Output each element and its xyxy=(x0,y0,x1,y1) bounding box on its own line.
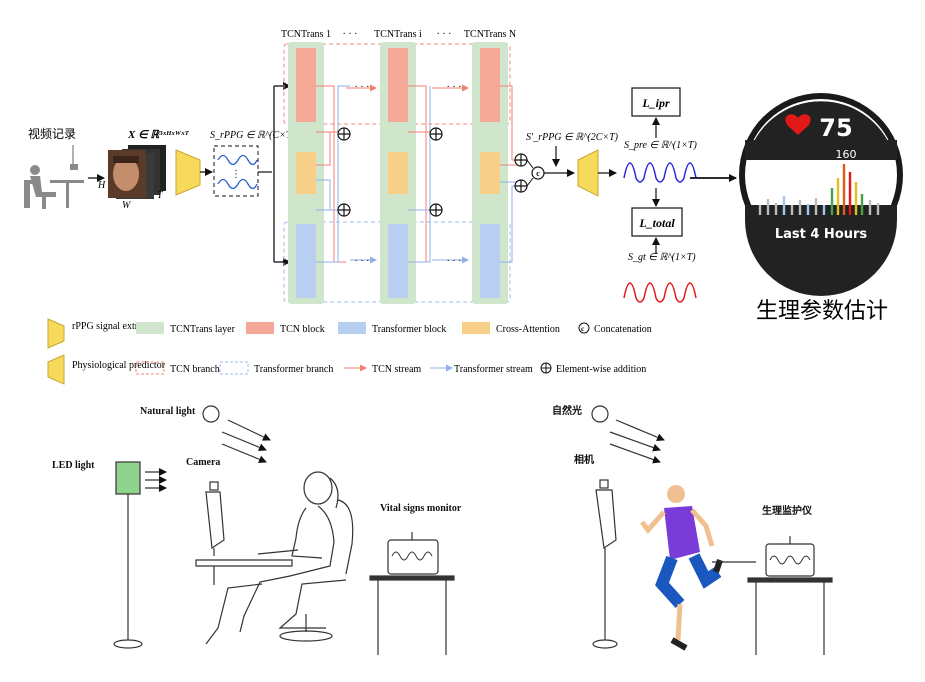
camera-icon xyxy=(599,479,609,489)
camera-label-cn: 相机 xyxy=(574,453,594,466)
ellipsis-trans-1: · · · xyxy=(355,256,370,267)
loss-boxes: L_ipr S_pre ∈ ℝ^(1×T) L_total S_gt ∈ ℝ^(… xyxy=(623,87,737,303)
l-ipr-box xyxy=(631,87,681,117)
cross-attention-block xyxy=(480,152,500,194)
monitor-screen xyxy=(205,491,225,550)
heart-rate-value: 75 xyxy=(819,114,852,142)
add-node xyxy=(337,203,351,217)
srppg-dots: ⋮ xyxy=(231,169,241,180)
rppg-extractor-shape xyxy=(175,149,201,196)
dim-t: T xyxy=(157,190,164,201)
transformer-block xyxy=(388,224,408,298)
add-node xyxy=(429,127,443,141)
s-pre-label: S_pre ∈ ℝ^(1×T) xyxy=(624,140,697,151)
legend-cross-attention-label: Cross-Attention xyxy=(496,324,560,335)
video-frames: X ∈ ℝ³ˣᴴˣᵂˣᵀ H W T xyxy=(97,129,189,211)
smartwatch-display: 75 160 67 Last 4 Hours xyxy=(739,93,903,296)
legend-extractor-shape xyxy=(47,318,65,349)
dim-w: W xyxy=(122,200,132,211)
legend-tcn-block-label: TCN block xyxy=(280,324,325,335)
video-record-label: 视频记录 xyxy=(28,126,76,141)
add-node xyxy=(514,179,528,193)
lab-scene: Natural light LED light Camera xyxy=(52,405,462,655)
sun-icon xyxy=(591,405,609,423)
vital-monitor-label-cn: 生理监护仪 xyxy=(762,504,813,517)
vital-monitor-icon xyxy=(765,543,815,577)
peak-value: 160 xyxy=(836,148,857,161)
physio-estimation-caption: 生理参数估计 xyxy=(756,299,888,324)
cross-attention-block xyxy=(296,152,316,194)
tcn-block xyxy=(296,48,316,122)
add-node xyxy=(337,127,351,141)
legend-elementwise-label: Element-wise addition xyxy=(556,364,646,375)
legend-extractor-label: rPPG signal extractor xyxy=(72,321,159,332)
dim-h: H xyxy=(97,180,106,191)
legend-transformer-stream-label: Transformer stream xyxy=(454,364,533,375)
tcntrans-1-label: TCNTrans 1 xyxy=(281,29,331,40)
tcn-block xyxy=(388,48,408,122)
l-total-box xyxy=(631,207,683,237)
header-ellipsis-1: · · · xyxy=(343,29,358,40)
tcntrans-layer-i: TCNTrans i xyxy=(374,29,422,304)
tcntrans-layer-n: TCNTrans N xyxy=(464,29,516,304)
s-prime-label: S′_rPPG ∈ ℝ^(2C×T) xyxy=(526,132,619,143)
legend-predictor-label: Physiological predictor xyxy=(72,360,166,371)
low-value: 67 xyxy=(861,186,875,199)
tcn-block xyxy=(480,48,500,122)
seated-subject-icon xyxy=(205,471,354,645)
vital-monitor-icon xyxy=(387,539,439,575)
s-gt-label: S_gt ∈ ℝ^(1×T) xyxy=(628,252,696,263)
ellipsis-trans-2: · · · xyxy=(447,256,462,267)
seated-person-icon xyxy=(24,164,84,209)
legend-transformer-block-label: Transformer block xyxy=(372,324,446,335)
srppg-signal-box: S_rPPG ∈ ℝ^(C×T) ⋮ xyxy=(210,130,295,197)
legend-concat-label: Concatenation xyxy=(594,324,652,335)
l-ipr-label: L_ipr xyxy=(641,96,670,110)
legend-transformer-branch-label: Transformer branch xyxy=(254,364,333,375)
transformer-block xyxy=(480,224,500,298)
cross-attention-block xyxy=(388,152,408,194)
camera-label: Camera xyxy=(186,457,220,468)
heart-icon xyxy=(785,114,811,135)
tcntrans-i-label: TCNTrans i xyxy=(374,29,422,40)
srppg-label: S_rPPG ∈ ℝ^(C×T) xyxy=(210,130,295,141)
l-total-label: L_total xyxy=(638,216,675,230)
transformer-block xyxy=(296,224,316,298)
legend-tcn-branch-label: TCN branch xyxy=(170,364,220,375)
natural-light-label: Natural light xyxy=(140,406,196,417)
ground-truth-waveform xyxy=(623,282,697,303)
ellipsis-tcn-2: · · · xyxy=(447,82,462,93)
legend-layer-label: TCNTrans layer xyxy=(170,324,236,335)
add-node xyxy=(429,203,443,217)
legend-predictor-shape xyxy=(47,354,65,385)
led-light-label: LED light xyxy=(52,460,95,471)
ellipsis-tcn-1: · · · xyxy=(355,82,370,93)
face-image xyxy=(113,157,139,191)
watch-caption: Last 4 Hours xyxy=(775,227,868,242)
concatenation-node: c xyxy=(526,159,545,187)
input-variable: X ∈ ℝ³ˣᴴˣᵂˣᵀ xyxy=(127,129,189,141)
tcntrans-n-label: TCNTrans N xyxy=(464,29,516,40)
predicted-waveform xyxy=(623,162,697,183)
natural-light-label-cn: 自然光 xyxy=(552,404,582,417)
vital-monitor-label: Vital signs monitor xyxy=(380,503,462,514)
addition-nodes xyxy=(337,127,528,217)
sun-icon xyxy=(202,405,220,423)
svg-text:c: c xyxy=(581,325,584,333)
video-recording: 视频记录 xyxy=(24,126,105,209)
add-node xyxy=(514,153,528,167)
camera-icon xyxy=(209,481,219,491)
exercising-subject-icon xyxy=(640,485,723,651)
legend: rPPG signal extractor TCNTrans layer TCN… xyxy=(47,318,652,385)
hr-bars xyxy=(758,164,880,215)
legend-tcn-stream-label: TCN stream xyxy=(372,364,421,375)
concat-symbol: c xyxy=(536,169,540,178)
exercise-scene: 自然光 相机 生理监护仪 xyxy=(552,404,833,655)
tcntrans-layer-1: TCNTrans 1 xyxy=(281,29,331,304)
led-light-icon xyxy=(115,461,141,495)
physio-predictor-shape xyxy=(577,149,599,197)
header-ellipsis-2: · · · xyxy=(437,29,452,40)
